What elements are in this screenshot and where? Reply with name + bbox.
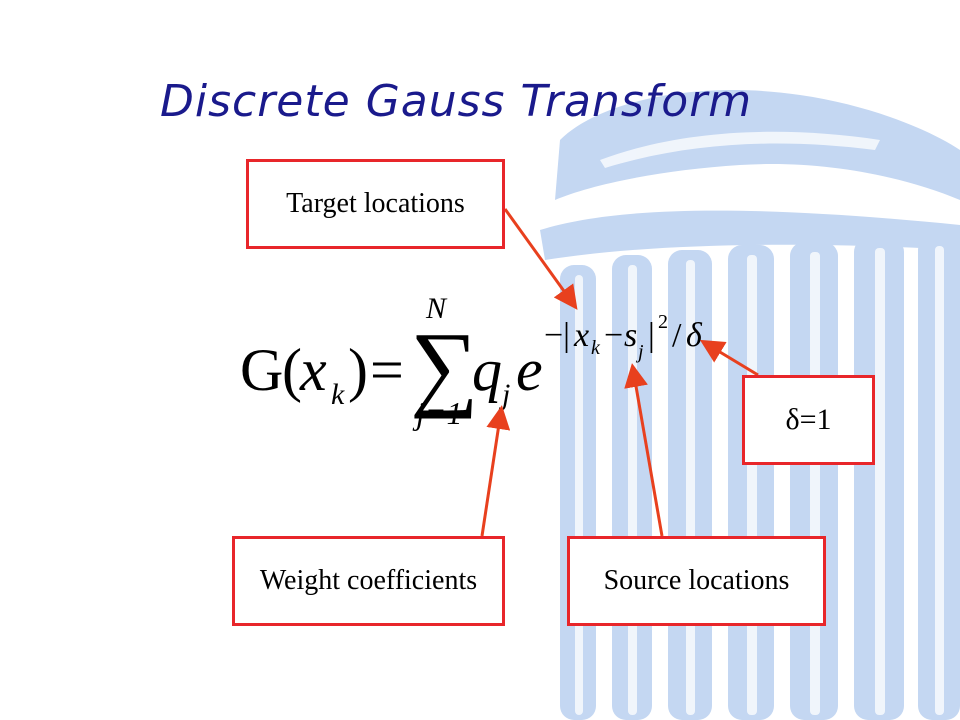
sum-upper-limit: N: [425, 292, 448, 325]
sum-lower-limit: j=1: [412, 395, 462, 431]
arrow-source: [624, 363, 664, 537]
exponent-x: x: [573, 317, 589, 354]
formula-equals: =: [370, 337, 404, 403]
formula-q: q: [472, 337, 502, 403]
arrow-delta: [699, 339, 759, 377]
exponent-k: k: [591, 337, 601, 359]
formula-e: e: [516, 337, 543, 403]
target-locations-box: Target locations: [246, 159, 505, 249]
exponent-bar: |: [648, 317, 655, 354]
formula-k: k: [331, 378, 345, 411]
delta-value-box: δ=1: [742, 375, 875, 465]
arrow-weight: [480, 405, 511, 537]
formula-close-paren: ): [348, 337, 368, 403]
formula-G: G: [240, 337, 283, 403]
exponent-square: 2: [658, 311, 668, 333]
exponent-minus-bar: −|: [544, 317, 570, 354]
slide-title: Discrete Gauss Transform: [160, 76, 753, 127]
formula-open-paren: (: [282, 337, 302, 403]
exponent-j: j: [635, 341, 644, 363]
sum-sigma: ∑: [410, 312, 478, 419]
source-locations-box: Source locations: [567, 536, 826, 626]
arrow-target: [503, 208, 578, 310]
weight-coefficients-box: Weight coefficients: [232, 536, 505, 626]
formula-q-subscript: j: [498, 378, 510, 411]
gauss-transform-formula: G ( x k ) = N ∑ j=1 q j e −| x k − s j |…: [240, 292, 703, 431]
exponent-slash: /: [672, 317, 682, 354]
exponent-delta: δ: [686, 317, 703, 354]
formula-x: x: [299, 337, 327, 403]
exponent-s: s: [624, 317, 637, 354]
exponent-dash: −: [604, 317, 623, 354]
